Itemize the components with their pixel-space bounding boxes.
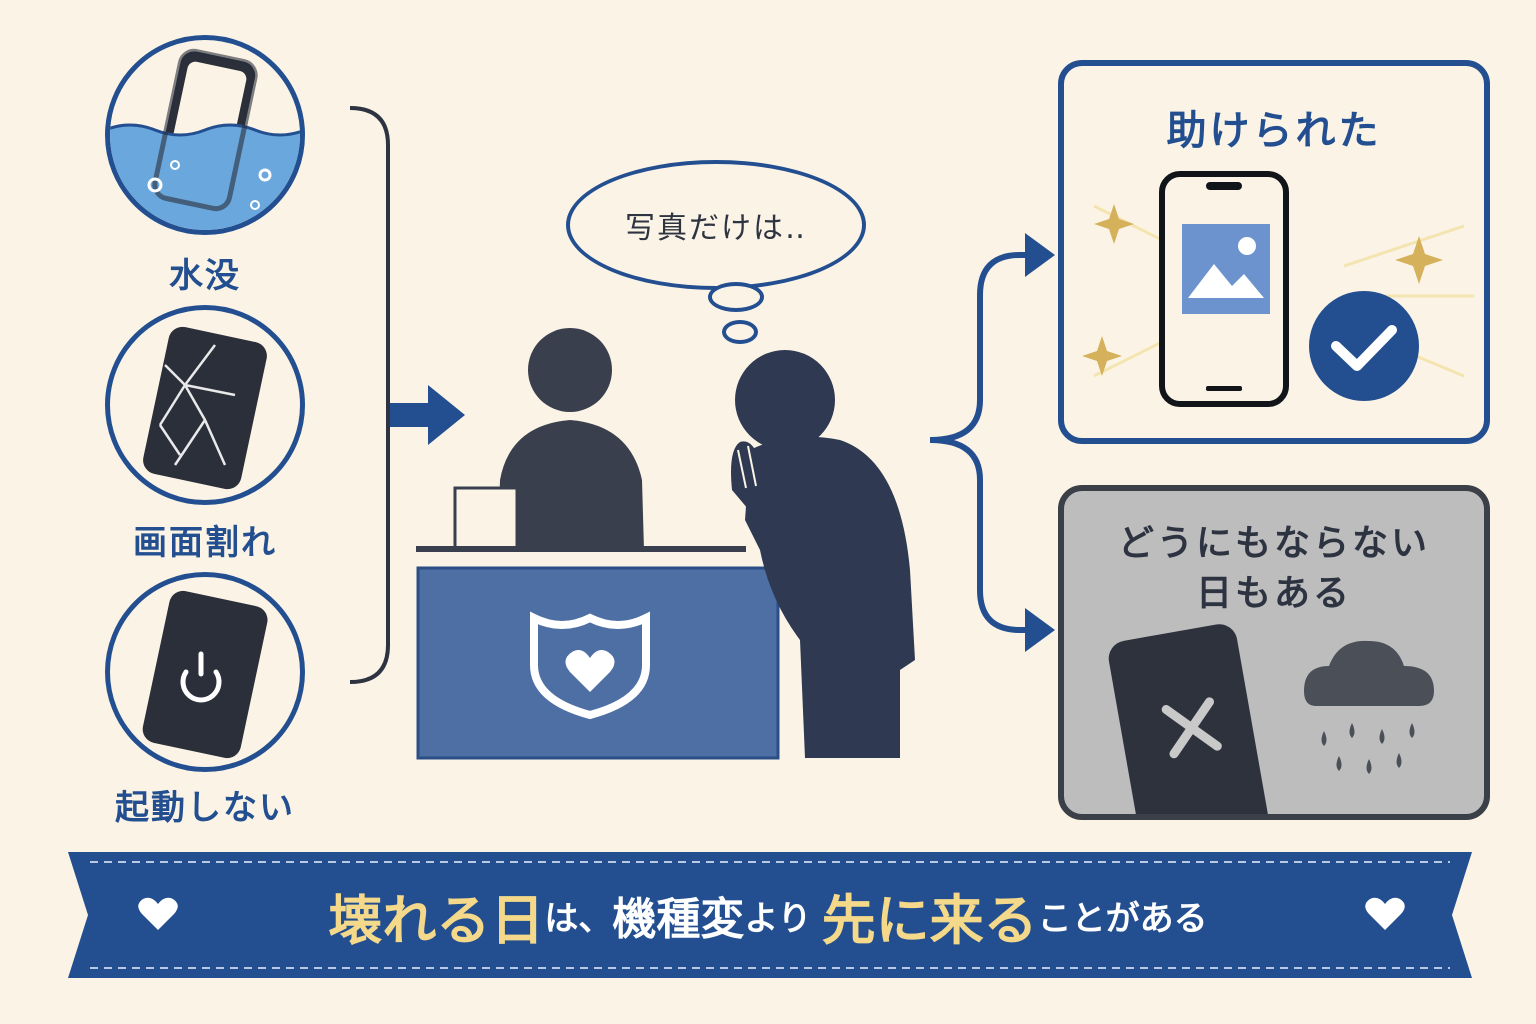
thought-dot-small — [722, 320, 758, 344]
cracked-phone-icon — [143, 326, 267, 490]
photo-check-icon — [1082, 171, 1474, 407]
no-boot-circle — [105, 572, 305, 772]
cause-label-cracked: 画面割れ — [133, 523, 277, 563]
unrecoverable-title: どうにもならない 日もある — [1064, 519, 1484, 619]
banner-part-2: は、 — [544, 898, 613, 939]
banner-part-6: ことがある — [1037, 898, 1208, 939]
cracked-screen-circle — [105, 305, 305, 505]
thought-bubble: 写真だけは‥ — [566, 160, 866, 290]
message-banner — [68, 852, 1472, 978]
cause-label-water: 水没 — [169, 256, 241, 296]
customer-silhouette — [731, 350, 915, 758]
power-off-phone-icon — [142, 590, 268, 759]
staff-silhouette — [498, 328, 644, 550]
outcome-card-rescued: 助けられた — [1058, 60, 1490, 444]
banner-message: 壊れる日 は、 機種変 より 先に来る ことがある — [100, 875, 1436, 955]
outcome-branch — [929, 233, 1055, 652]
cause-bracket — [349, 106, 390, 684]
shield-heart-icon — [530, 611, 650, 720]
thought-text: 写真だけは‥ — [624, 211, 808, 246]
cause-label-no-boot: 起動しない — [115, 788, 295, 828]
counter-scene — [416, 328, 915, 760]
right-arrow-icon — [390, 385, 465, 445]
outcome-card-unrecoverable: どうにもならない 日もある — [1058, 485, 1490, 820]
banner-part-4: より — [744, 898, 812, 939]
banner-part-3: 機種変 — [612, 894, 745, 945]
banner-part-1: 壊れる日 — [328, 888, 545, 952]
unrecoverable-title-line1: どうにもならない — [1117, 523, 1430, 564]
rescued-title: 助けられた — [1166, 108, 1382, 154]
water-phone-icon — [110, 48, 300, 230]
unrecoverable-title-line2: 日もある — [1195, 573, 1352, 614]
thought-dot-large — [708, 282, 764, 312]
water-damage-circle — [105, 35, 305, 235]
banner-part-5: 先に来る — [821, 888, 1038, 952]
broken-phone-rain-icon — [1108, 624, 1434, 814]
